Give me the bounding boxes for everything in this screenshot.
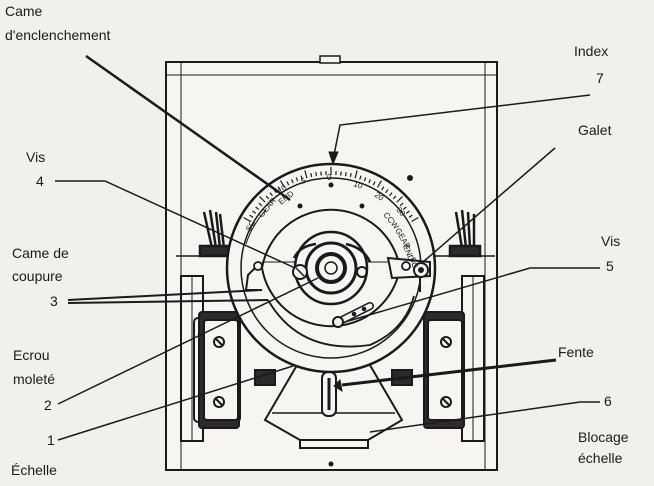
screw-5 (332, 316, 344, 328)
leader-came-coupure-a (67, 289, 263, 301)
label-echelle-number: 1 (47, 432, 55, 448)
leader-came-coupure-b (67, 299, 269, 304)
dial-tick (258, 202, 263, 207)
dial-tick (252, 210, 257, 214)
dial-ticks (243, 167, 419, 223)
dial-tick (255, 206, 260, 210)
dial-tick (411, 216, 419, 223)
dial-tick (344, 172, 347, 177)
dial-mark-right-10: 10 (352, 179, 364, 190)
left-solenoid (193, 311, 241, 429)
dial-tick (402, 206, 407, 210)
label-ecrou-number: 2 (44, 397, 52, 413)
arrow-fente (333, 378, 343, 393)
dial-tick (399, 202, 404, 207)
label-blocage-number: 6 (604, 393, 612, 409)
dial-tick (408, 214, 413, 218)
label-galet: Galet (578, 122, 612, 138)
dial-tick (295, 177, 299, 182)
dial-tick (376, 180, 383, 188)
dial-mark-left-5: 5 (300, 176, 308, 186)
dial-tick (368, 179, 372, 184)
label-came-coupure-2: coupure (12, 268, 63, 284)
leader-vis-4 (55, 180, 296, 269)
label-vis-right: Vis (601, 233, 621, 249)
dial-tick (359, 175, 362, 180)
dial-tick (396, 196, 403, 203)
dial-mark-left-0: 0 (327, 173, 332, 182)
dial-tick (315, 172, 318, 177)
right-solenoid (423, 311, 465, 429)
arrow-index (328, 151, 339, 166)
dial-tick (349, 172, 352, 178)
label-index-number: 7 (596, 70, 604, 86)
leader-lines (55, 54, 600, 441)
index-mark (328, 182, 334, 188)
label-came-coupure-1: Came de (12, 245, 69, 261)
label-came-enclenchement-1: Came (5, 3, 43, 19)
dial-tick (389, 192, 393, 197)
dial-tick (363, 177, 367, 182)
dial-tick (304, 170, 308, 179)
dial-tick (381, 186, 385, 191)
leader-echelle (57, 365, 294, 441)
dial-tick (259, 196, 266, 203)
label-came-coupure-number: 3 (50, 293, 58, 309)
label-ecrou-molete-1: Ecrou (13, 347, 50, 363)
label-vis-left-number: 4 (36, 173, 44, 189)
label-echelle: Échelle (11, 462, 57, 478)
dial-tick (300, 175, 303, 180)
label-blocage-echelle-1: Blocage (578, 429, 629, 445)
dial-tick (265, 195, 270, 200)
dial-tick (354, 170, 358, 179)
dial-tick (372, 181, 376, 186)
dial-tick (243, 216, 251, 223)
dial-tick (286, 181, 290, 186)
leader-came-enclenchement (85, 54, 291, 202)
label-ecrou-molete-2: moleté (13, 371, 56, 387)
leader-fente (341, 358, 557, 387)
leader-index (332, 94, 591, 161)
label-fente: Fente (558, 344, 594, 360)
label-vis-left: Vis (26, 149, 46, 165)
dial-arc-right-sc: SC (408, 256, 420, 269)
leader-ecrou (57, 277, 319, 405)
dial-tick (277, 186, 281, 191)
leader-galet (422, 147, 556, 263)
dial-tick (290, 179, 294, 184)
dial (225, 162, 437, 374)
dial-tick (249, 214, 254, 218)
dial-tick (385, 189, 389, 194)
label-index: Index (574, 43, 609, 59)
dial-tick (310, 172, 313, 178)
leader-blocage (369, 401, 600, 433)
dial-tick (392, 195, 397, 200)
leader-vis-5 (344, 267, 600, 323)
knurled-nut (315, 252, 347, 284)
dial-tick (405, 210, 410, 214)
label-blocage-echelle-2: échelle (578, 450, 623, 466)
dial-tick (269, 192, 273, 197)
label-came-enclenchement-2: d'enclenchement (5, 27, 111, 43)
dial-tick (279, 180, 286, 188)
label-vis-right-number: 5 (606, 258, 614, 274)
